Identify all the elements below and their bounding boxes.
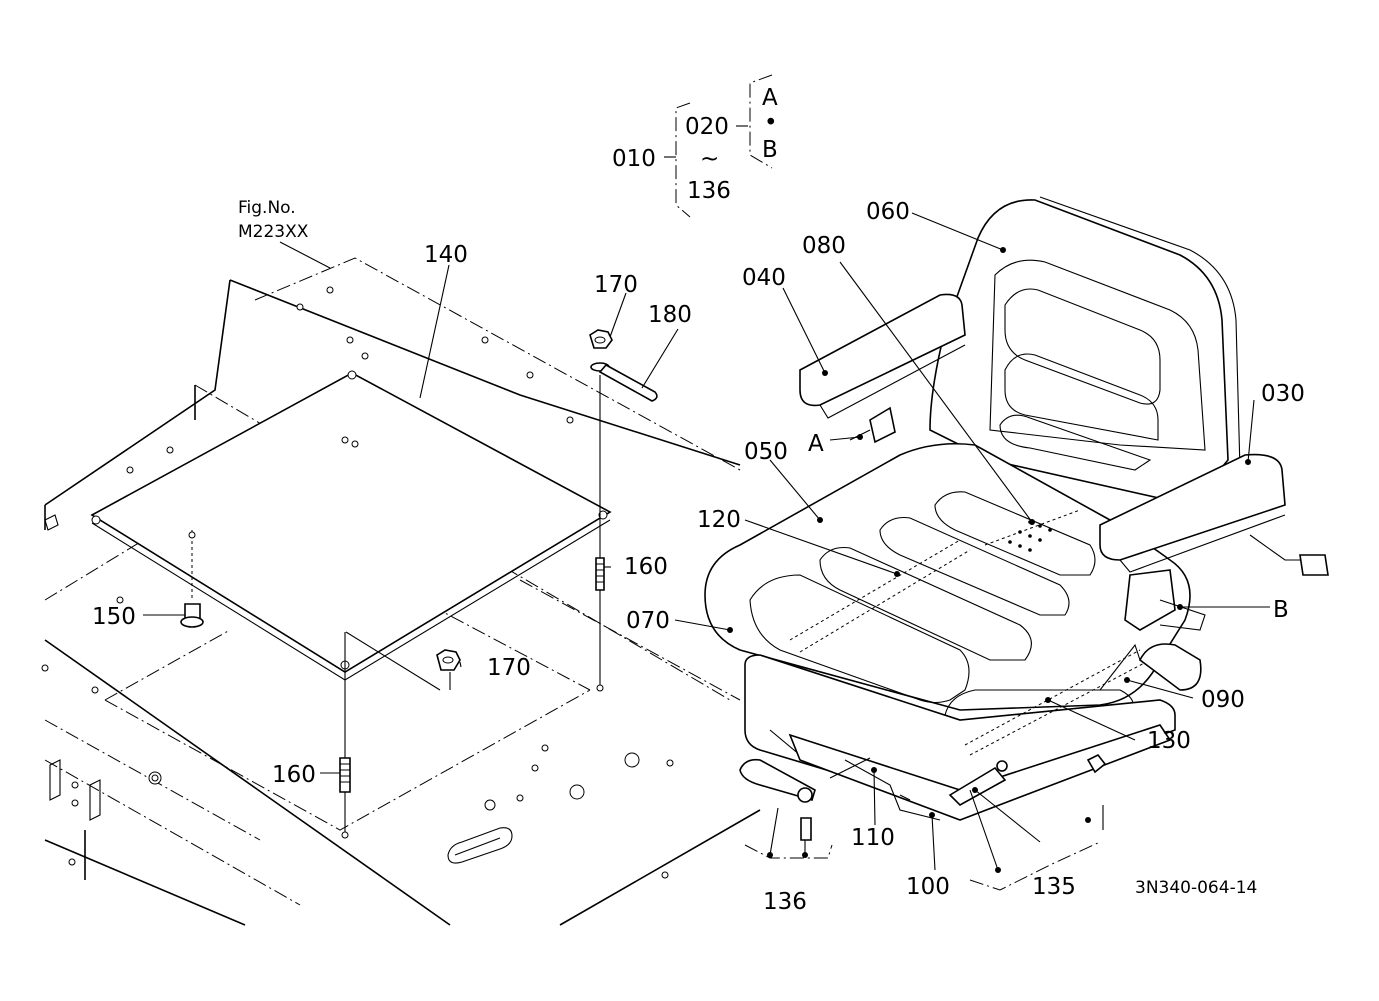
assembly-range-symbol: ~ [700, 146, 719, 172]
callout-110: 110 [851, 825, 895, 851]
fig-no-label: Fig.No. [238, 198, 296, 218]
callout-130: 130 [1147, 728, 1191, 754]
ref-a-label: A [808, 431, 824, 457]
callout-160-upper: 160 [624, 554, 668, 580]
leader-dots [727, 247, 1251, 873]
callout-150: 150 [92, 604, 136, 630]
drawing-code: 3N340-064-14 [1135, 878, 1257, 898]
callout-050: 050 [744, 439, 788, 465]
callout-136: 136 [763, 889, 807, 915]
assembly-range-end: 136 [687, 178, 731, 204]
assembly-main-number: 010 [612, 146, 656, 172]
callout-120: 120 [697, 507, 741, 533]
callout-030: 030 [1261, 381, 1305, 407]
callout-070: 070 [626, 608, 670, 634]
callout-135: 135 [1032, 874, 1076, 900]
callout-140: 140 [424, 242, 468, 268]
callout-170-lower: 170 [487, 655, 531, 681]
variant-separator: • [764, 110, 778, 136]
callout-080: 080 [802, 233, 846, 259]
fasteners [180, 329, 658, 839]
seat-base-plate [90, 370, 612, 681]
callout-160-lower: 160 [272, 762, 316, 788]
assembly-brackets [664, 74, 773, 218]
labels: Fig.No. M223XX 3N340-064-14 010 020 ~ 13… [92, 85, 1305, 915]
floor-frame [41, 257, 761, 926]
callout-100: 100 [906, 874, 950, 900]
variant-a-label: A [762, 85, 778, 111]
callout-060: 060 [866, 199, 910, 225]
fig-no-value: M223XX [238, 222, 309, 242]
callout-170-top: 170 [594, 272, 638, 298]
seat-heater-pattern [1008, 520, 1052, 552]
operator-seat [704, 196, 1329, 891]
callout-040: 040 [742, 265, 786, 291]
variant-b-label: B [762, 137, 778, 163]
leader-lines [143, 212, 1270, 871]
callout-180: 180 [648, 302, 692, 328]
assembly-sub-number: 020 [685, 114, 729, 140]
ref-b-label: B [1273, 597, 1289, 623]
callout-090: 090 [1201, 687, 1245, 713]
